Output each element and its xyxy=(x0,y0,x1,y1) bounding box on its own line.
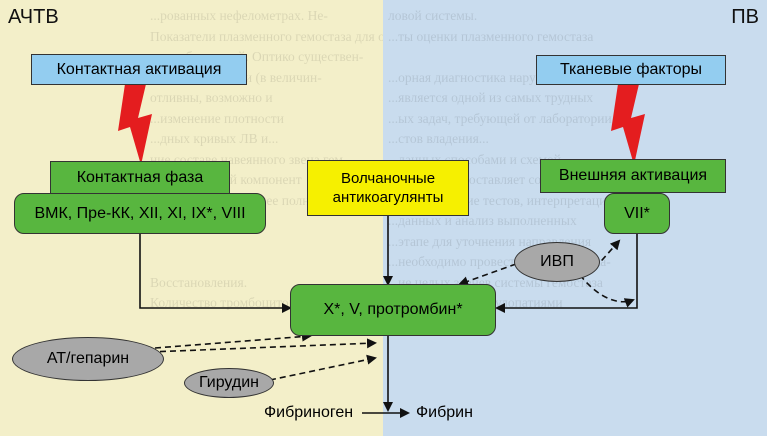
hirudin-ellipse: Гирудин xyxy=(184,368,274,398)
contact-phase-box: Контактная фаза xyxy=(50,161,230,194)
contact-factors-box: ВМК, Пре-КК, XII, XI, IX*, VIII xyxy=(14,193,266,234)
tissue-factors-box: Тканевые факторы xyxy=(536,55,726,85)
background-text-line: ...стов владения... xyxy=(388,131,489,146)
ivp-to-factor-vii-arrow xyxy=(594,239,621,269)
ivp-to-contact-phase-arrow xyxy=(579,274,635,308)
lupus-anticoagulants-box: Волчаночные антикоагулянты xyxy=(307,160,469,216)
background-text-line: ...данных и анализ выполненных xyxy=(388,213,577,228)
background-text-line: Показатели плазменного гемостаза для оце… xyxy=(150,28,383,44)
at-heparin-to-factor-arrow xyxy=(149,338,377,353)
aptt-label: АЧТВ xyxy=(8,6,59,28)
background-text-line: Количество тромбоцитов. xyxy=(150,295,299,310)
lightning-bolt-icon xyxy=(611,84,645,165)
background-text-line: ...является одной из самых трудных xyxy=(388,90,594,105)
at-heparin-ellipse: АТ/гепарин xyxy=(12,337,164,381)
at-heparin-to-contact-arrow xyxy=(154,331,312,349)
lightning-bolt-icon xyxy=(118,84,152,165)
background-text-line: ...ых задач, требующей от лаборатории xyxy=(388,110,612,126)
background-text-line: ...дных кривых ЛВ и... xyxy=(150,131,279,146)
ivp-to-common-arrow xyxy=(458,263,517,287)
factor-vii-box: VII* xyxy=(604,193,670,234)
fibrin-label: Фибрин xyxy=(416,404,473,421)
contact-to-common-arrow xyxy=(139,234,292,313)
extrinsic-activation-box: Внешняя активация xyxy=(540,159,726,193)
extrinsic-to-common-arrow xyxy=(495,234,638,313)
ivp-ellipse: ИВП xyxy=(514,242,600,282)
pt-label: ПВ xyxy=(731,6,759,28)
fibrinogen-label: Фибриноген xyxy=(264,404,354,421)
background-text-line: ...изменение плотности xyxy=(150,110,284,126)
background-text-line: ...рованных нефелометрах. Не- xyxy=(150,8,328,23)
common-pathway-box: X*, V, протромбин* xyxy=(290,284,496,336)
hirudin-to-common-arrow xyxy=(269,354,377,381)
background-text-line: отливны, возможно и xyxy=(150,90,273,105)
background-text-line: Восстановления. xyxy=(150,274,248,290)
background-text-line: ловой системы. xyxy=(388,8,478,23)
contact-activation-box: Контактная активация xyxy=(31,54,247,85)
background-text-line: ...ты оценки плазменного гемостаза xyxy=(388,28,594,44)
